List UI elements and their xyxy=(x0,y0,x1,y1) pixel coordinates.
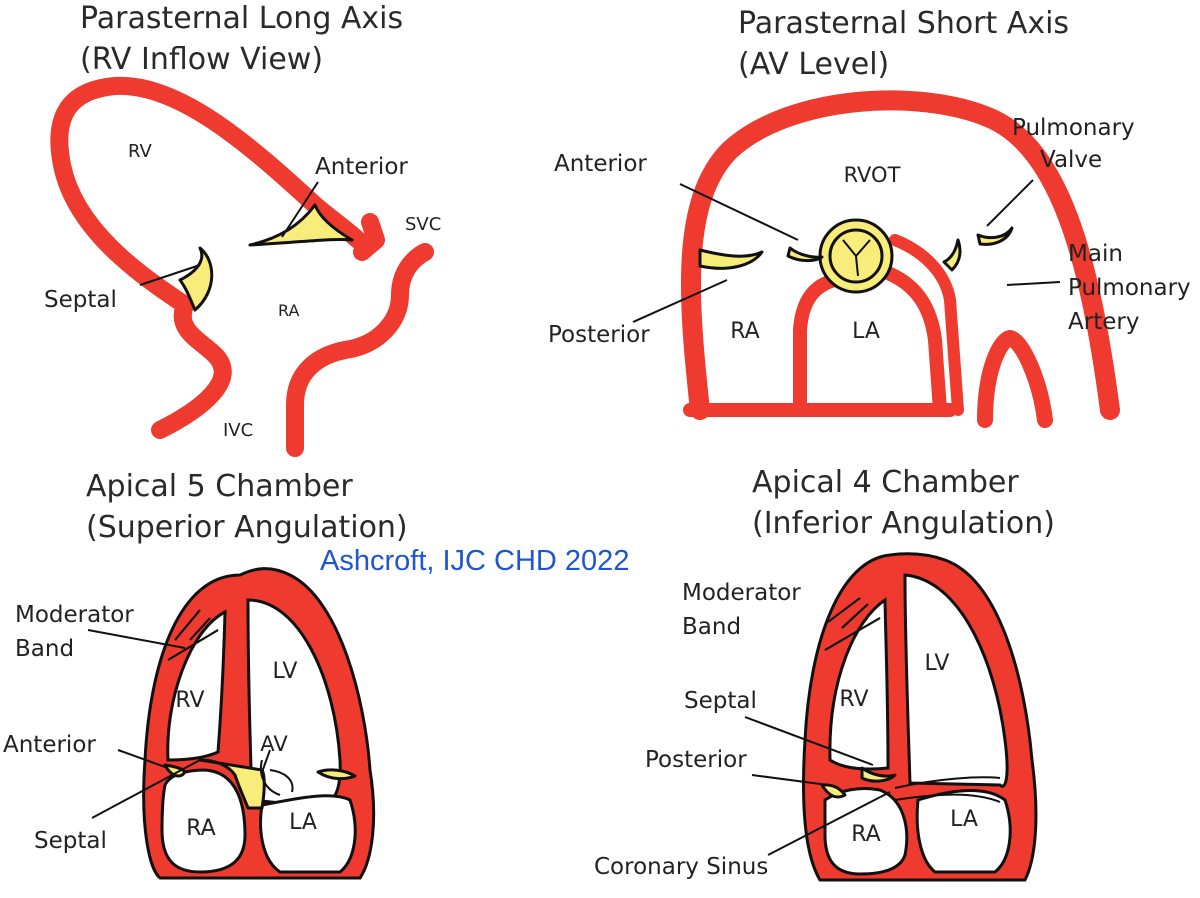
panel-title-psax-av-level: Parasternal Short Axis (AV Level) xyxy=(738,3,1069,85)
psax-posterior-leaflet xyxy=(698,248,764,270)
a4c-rv-label: RV xyxy=(839,687,868,712)
title-line-2: (AV Level) xyxy=(738,47,890,82)
plax-anterior-leader xyxy=(281,181,319,238)
psax-aortic-cusp-lines xyxy=(842,239,871,277)
a4c-lv-label: LV xyxy=(925,651,950,676)
title-line-1: Apical 4 Chamber xyxy=(752,465,1019,500)
a5c-anterior-label: Anterior xyxy=(3,732,96,758)
psax-pulmonary-valve-leaflet xyxy=(976,226,1014,246)
plax-ivc-label: IVC xyxy=(223,420,253,441)
title-line-1: Parasternal Short Axis xyxy=(738,6,1070,41)
psax-rvot-label: RVOT xyxy=(844,163,901,187)
a5c-anterior-leaflet xyxy=(163,763,187,778)
title-line-1: Apical 5 Chamber xyxy=(86,469,353,504)
a4c-ra-cavity xyxy=(823,786,909,876)
plax-svc-label: SVC xyxy=(405,214,441,235)
panel-title-plax-rv-inflow: Parasternal Long Axis (RV Inflow View) xyxy=(80,0,403,80)
plax-septal-leaflet xyxy=(178,246,214,312)
psax-mpa-leader xyxy=(1006,281,1061,286)
psax-pulmonary-valve-label-2: Valve xyxy=(1040,147,1102,173)
plax-rv-label: RV xyxy=(128,141,153,162)
a4c-posterior-leaflet xyxy=(820,783,847,799)
a4c-myocardium xyxy=(802,552,1038,882)
plax-rv-inflow-diagram: RV RA SVC IVC Anterior Septal xyxy=(44,76,441,457)
title-line-2: (Inferior Angulation) xyxy=(752,506,1055,541)
a5c-mitral-leaflet xyxy=(316,768,357,781)
psax-mpa-label-3: Artery xyxy=(1068,309,1139,335)
psax-mpa-label-2: Pulmonary xyxy=(1068,275,1191,301)
plax-septal-label: Septal xyxy=(44,287,117,313)
psax-mpa-label-1: Main xyxy=(1068,241,1123,267)
title-line-2: (RV Inflow View) xyxy=(80,42,324,77)
a5c-ra-label: RA xyxy=(186,816,215,841)
a4c-diagram: Moderator Band RV LV RA LA Septal Poster… xyxy=(594,552,1038,882)
a4c-coronary-sinus-leader xyxy=(767,791,891,856)
psax-posterior-leader xyxy=(632,279,728,323)
a5c-myocardium xyxy=(142,567,376,880)
plax-anterior-label: Anterior xyxy=(315,154,408,180)
psax-pulmonary-valve-label-1: Pulmonary xyxy=(1012,115,1135,141)
plax-myocardium xyxy=(50,76,434,457)
a4c-septal-leaflet xyxy=(860,766,897,783)
a5c-anterior-leader xyxy=(117,749,169,769)
plax-ra-label: RA xyxy=(278,301,299,320)
psax-rvot-extra-leaflet xyxy=(942,238,962,272)
a4c-septal-label: Septal xyxy=(684,688,757,714)
a5c-moderator-band-label-1: Moderator xyxy=(15,602,134,628)
a5c-av-label: AV xyxy=(260,732,288,756)
psax-la-label: LA xyxy=(852,319,880,344)
a5c-septal-label: Septal xyxy=(34,828,107,854)
a5c-moderator-band-label-2: Band xyxy=(15,636,74,662)
a5c-av-leader xyxy=(261,749,271,773)
panel-title-apical-5-chamber: Apical 5 Chamber (Superior Angulation) xyxy=(86,466,408,548)
psax-ra-label: RA xyxy=(730,319,759,344)
a4c-coronary-sinus xyxy=(894,776,1001,803)
a5c-la-cavity xyxy=(259,794,357,874)
psax-anterior-leader xyxy=(679,183,799,241)
psax-posterior-label: Posterior xyxy=(548,322,650,348)
a4c-la-cavity xyxy=(915,789,1012,874)
a5c-rv-label: RV xyxy=(175,688,204,713)
plax-septal-leader xyxy=(139,264,201,286)
a4c-posterior-leader xyxy=(751,774,829,786)
psax-anterior-leaflet xyxy=(786,246,824,263)
title-line-2: (Superior Angulation) xyxy=(86,510,408,545)
a5c-av-leaflets xyxy=(260,759,294,796)
a4c-posterior-label: Posterior xyxy=(645,747,747,773)
a4c-moderator-band-label-1: Moderator xyxy=(682,580,801,606)
a4c-moderator-band-label-2: Band xyxy=(682,614,741,640)
source-credit: Ashcroft, IJC CHD 2022 xyxy=(320,545,630,577)
a4c-septal-leader xyxy=(744,716,874,766)
psax-pulmonary-valve-leader xyxy=(986,179,1034,227)
title-line-1: Parasternal Long Axis xyxy=(80,1,404,36)
psax-av-level-diagram: RVOT RA LA Anterior Posterior Pulmonary … xyxy=(548,90,1191,428)
a4c-ra-label: RA xyxy=(851,822,880,847)
a5c-la-label: LA xyxy=(289,810,317,835)
a5c-diagram: Moderator Band RV LV RA LA AV Anterior S… xyxy=(3,567,376,880)
a5c-rv-cavity xyxy=(166,609,227,762)
a5c-septal-leader xyxy=(91,759,201,819)
a4c-lv-cavity xyxy=(903,573,1009,788)
psax-myocardium xyxy=(680,90,1120,428)
a5c-moderator-band-leader xyxy=(87,629,186,649)
panel-title-apical-4-chamber: Apical 4 Chamber (Inferior Angulation) xyxy=(752,462,1055,544)
a4c-la-label: LA xyxy=(950,807,978,832)
a4c-coronary-sinus-label: Coronary Sinus xyxy=(594,854,768,880)
a5c-ra-cavity xyxy=(160,768,247,874)
plax-anterior-leaflet xyxy=(248,203,354,247)
a5c-lv-label: LV xyxy=(273,659,298,684)
a4c-rv-cavity xyxy=(828,597,890,771)
psax-anterior-label: Anterior xyxy=(554,151,647,177)
